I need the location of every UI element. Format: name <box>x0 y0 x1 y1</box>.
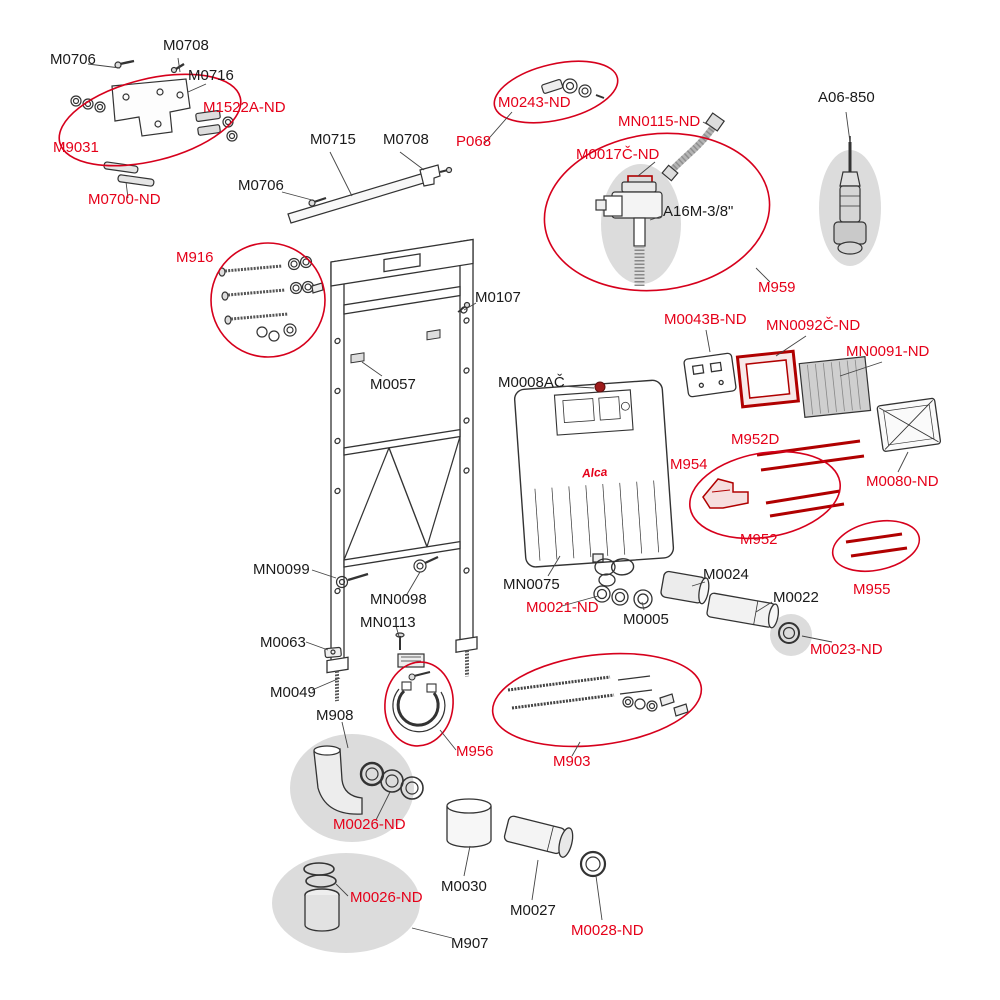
part-label-m0706-top: M0706 <box>50 51 96 68</box>
part-label-m0024: M0024 <box>703 566 749 583</box>
part-label-m0063: M0063 <box>260 634 306 651</box>
red-group-ellipses <box>58 60 921 748</box>
part-label-m0043b-nd: M0043B-ND <box>664 311 747 328</box>
fitting-m0243 <box>541 78 605 99</box>
part-label-m903: M903 <box>553 753 591 770</box>
seal-set-m907 <box>303 862 340 932</box>
rail-m0715 <box>287 164 471 313</box>
frame-mn0092 <box>735 349 801 409</box>
pipe-clamp-m956 <box>392 653 446 733</box>
part-label-m0107: M0107 <box>475 289 521 306</box>
part-label-m0716: M0716 <box>188 67 234 84</box>
part-label-m9031: M9031 <box>53 139 99 156</box>
part-label-m954: M954 <box>670 456 708 473</box>
part-label-m0057: M0057 <box>370 376 416 393</box>
part-label-m0049: M0049 <box>270 684 316 701</box>
part-label-m955: M955 <box>853 581 891 598</box>
elbow-group-m908 <box>313 745 424 815</box>
part-label-m0030: M0030 <box>441 878 487 895</box>
part-label-a06-850: A06-850 <box>818 89 875 106</box>
part-label-mn0091-nd: MN0091-ND <box>846 343 930 360</box>
part-label-m0080-nd: M0080-ND <box>866 473 939 490</box>
part-label-m0023-nd: M0023-ND <box>810 641 883 658</box>
part-label-m952d: M952D <box>731 431 780 448</box>
part-label-m0706-rail: M0706 <box>238 177 284 194</box>
part-label-mn0092c-nd: MN0092Č-ND <box>766 317 861 334</box>
part-label-mn0075: MN0075 <box>503 576 560 593</box>
plug-m0008ac <box>594 381 606 393</box>
part-label-m1522a-nd: M1522A-ND <box>203 99 286 116</box>
part-label-mn0115-nd: MN0115-ND <box>618 113 701 130</box>
part-label-mn0113: MN0113 <box>360 614 416 631</box>
tank-logo: Alca <box>581 465 609 481</box>
part-label-m0708-rail: M0708 <box>383 131 429 148</box>
part-label-m907: M907 <box>451 935 489 952</box>
part-label-m0027: M0027 <box>510 902 556 919</box>
part-label-m0028-nd: M0028-ND <box>571 922 644 939</box>
part-label-m952: M952 <box>740 531 778 548</box>
lower-pipes <box>446 798 607 878</box>
plate-m0043b <box>683 352 737 398</box>
part-label-m959: M959 <box>758 279 796 296</box>
part-label-m0021-nd: M0021-ND <box>526 599 599 616</box>
part-label-a16m: A16M-3/8" <box>663 203 734 220</box>
part-label-mn0098: MN0098 <box>370 591 427 608</box>
outlet-parts <box>592 553 800 644</box>
part-label-m956: M956 <box>456 743 494 760</box>
part-label-m0708-top: M0708 <box>163 37 209 54</box>
part-label-m0017c-nd: M0017Č-ND <box>576 146 660 163</box>
fixing-set-m903 <box>507 675 689 717</box>
part-label-m908: M908 <box>316 707 354 724</box>
part-label-mn0099: MN0099 <box>253 561 310 578</box>
part-label-m0008ac: M0008AČ <box>498 374 565 391</box>
plate-m0080 <box>876 397 942 452</box>
part-label-m0005: M0005 <box>623 611 669 628</box>
part-label-p068: P068 <box>456 133 492 150</box>
bracket-group-m9031 <box>70 59 238 187</box>
actuator-a06-850 <box>833 136 867 255</box>
installation-frame <box>326 238 478 702</box>
part-label-m0700-nd: M0700-ND <box>88 191 161 208</box>
part-label-m0026-nd-a: M0026-ND <box>333 816 406 833</box>
part-label-m916: M916 <box>176 249 214 266</box>
leader-lines <box>87 57 909 939</box>
fill-valve-group <box>595 112 726 288</box>
part-label-m0026-nd-b: M0026-ND <box>350 889 423 906</box>
part-label-m0022: M0022 <box>773 589 819 606</box>
part-label-m0243-nd: M0243-ND <box>498 94 571 111</box>
part-label-m0715: M0715 <box>310 131 356 148</box>
